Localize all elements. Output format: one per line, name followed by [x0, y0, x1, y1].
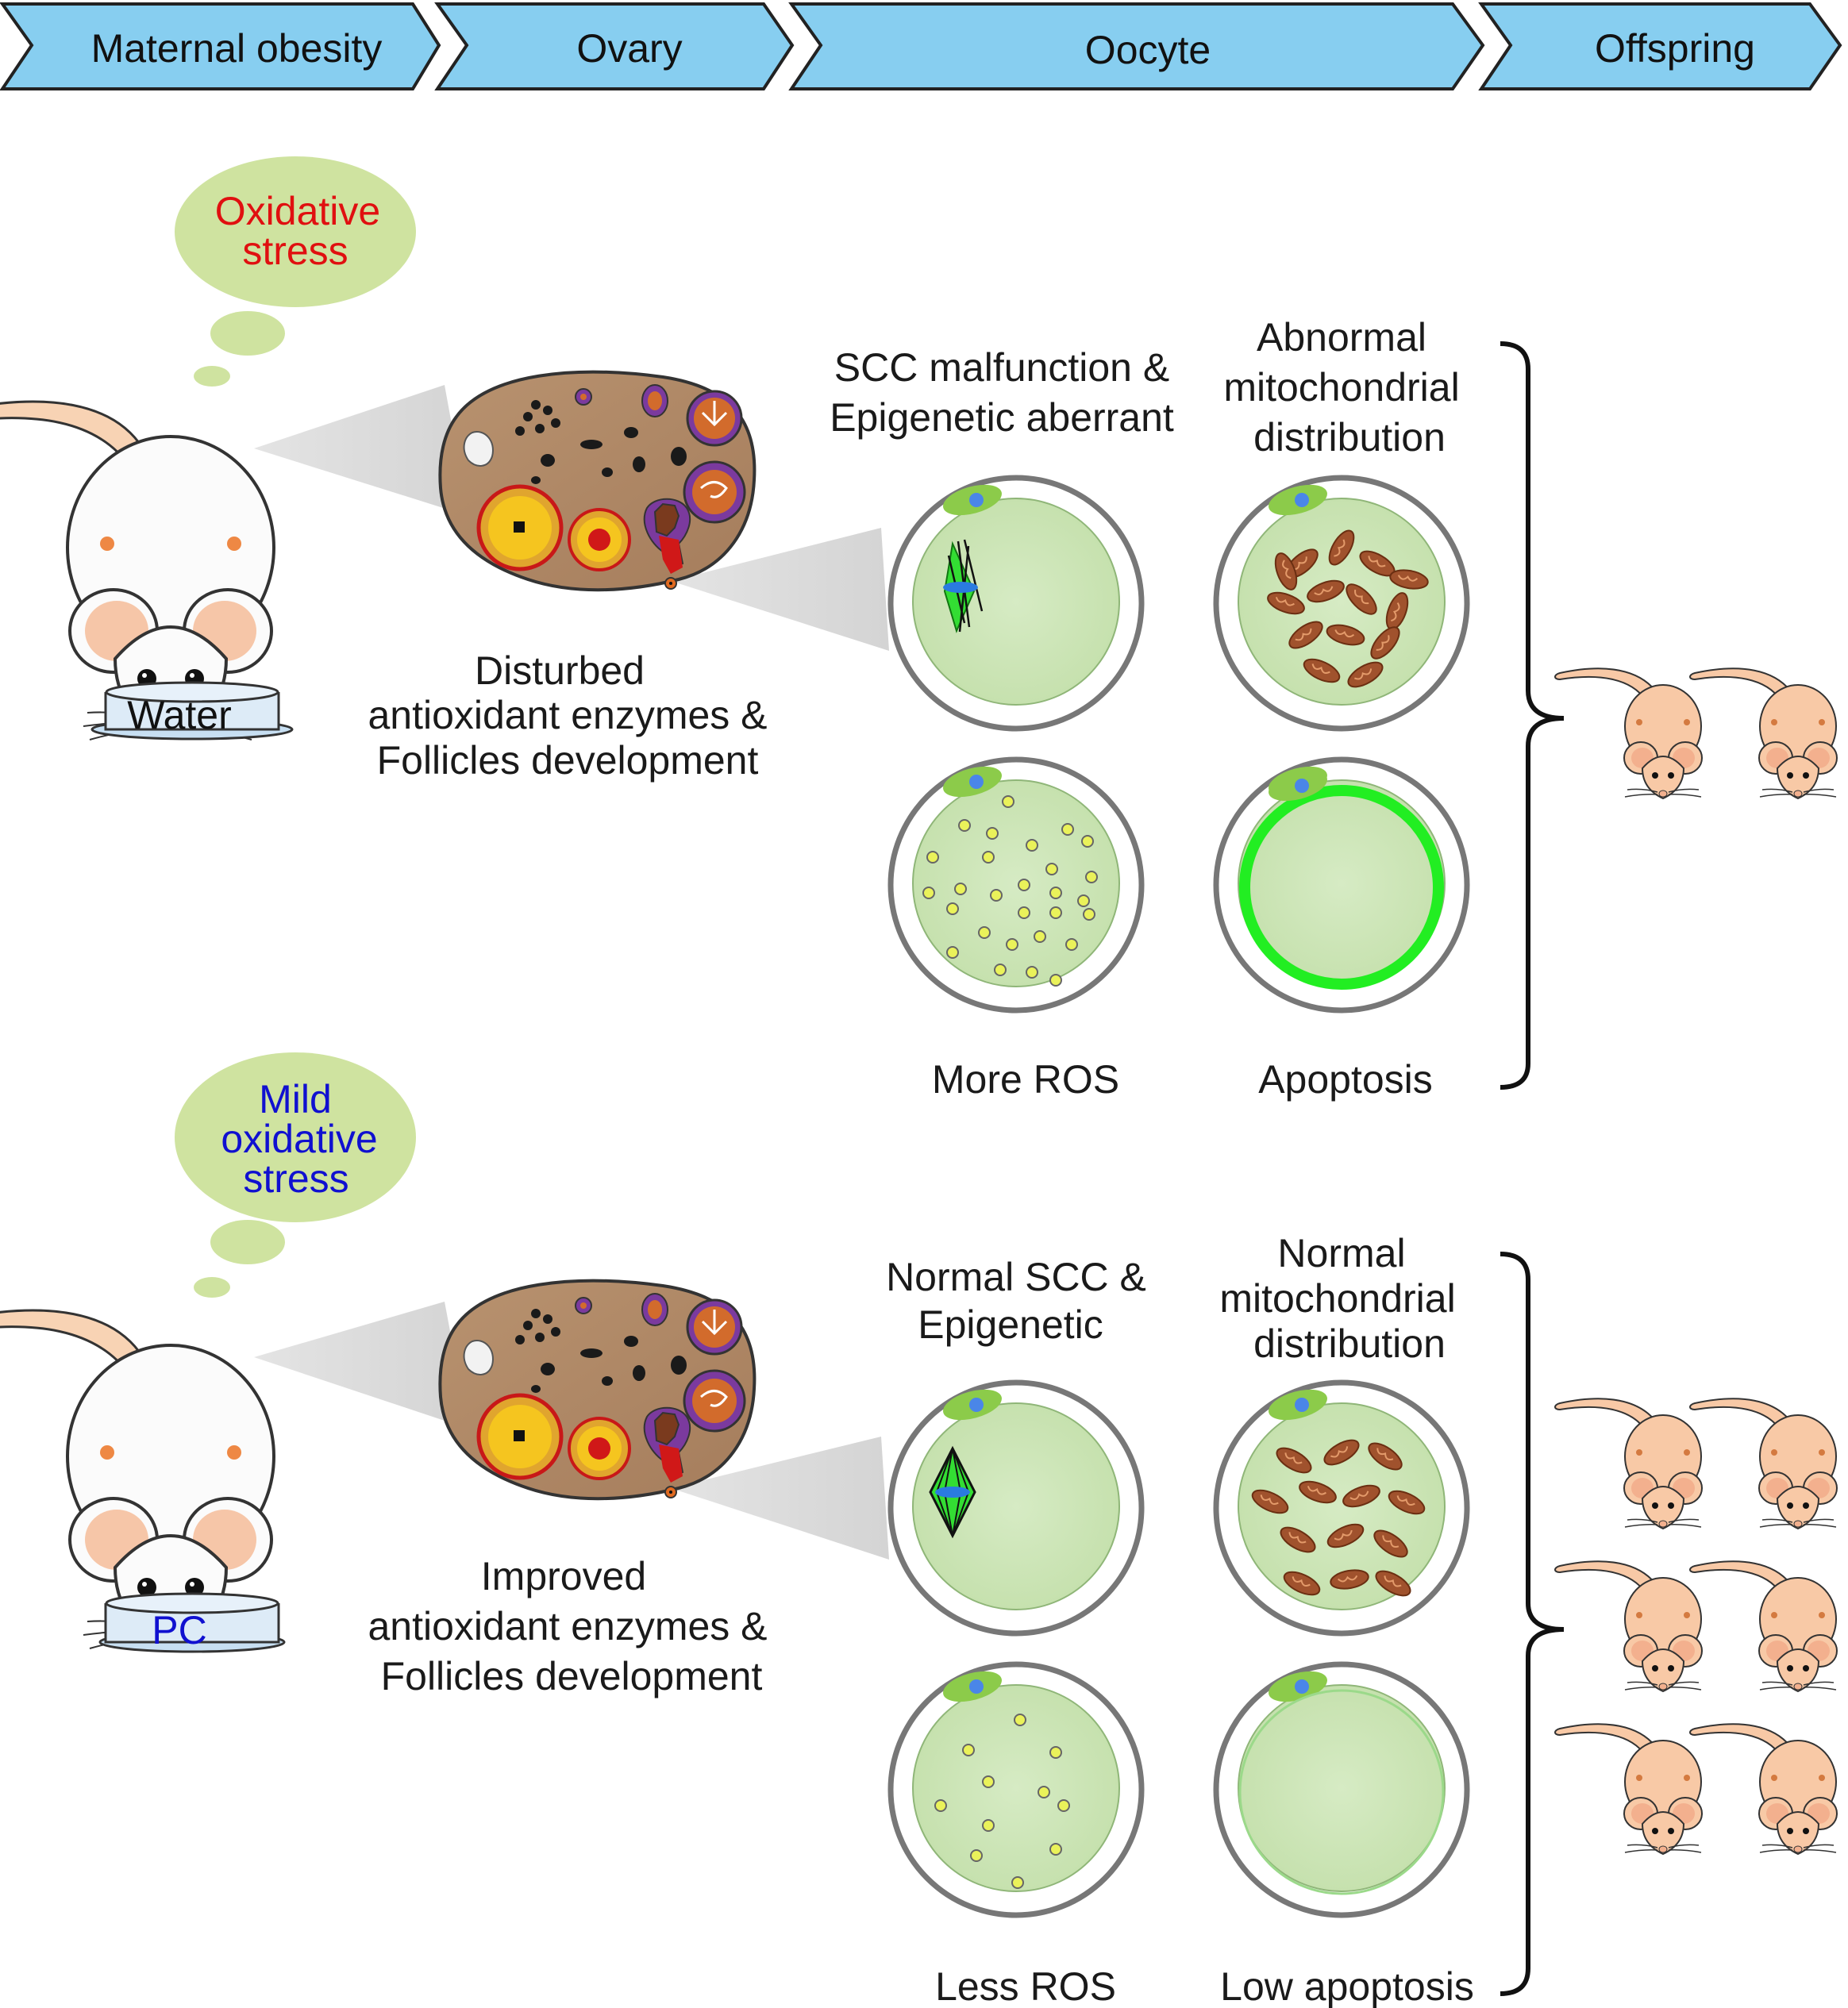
- bottom-group: Mild oxidative stress PC Improved antiox…: [0, 1052, 1838, 2008]
- col2-title-line-1: Abnormal: [1257, 315, 1426, 360]
- oocyte-apoptosis: [1216, 760, 1467, 1010]
- header-step-maternal-obesity: Maternal obesity: [91, 26, 383, 71]
- thought-line-1: Mild: [259, 1077, 332, 1121]
- ovary-icon: [440, 1281, 754, 1498]
- zoom-cone-ovary: [671, 1437, 889, 1560]
- ovary-icon: [440, 372, 754, 590]
- thought-line-3: stress: [243, 1156, 348, 1201]
- offspring-group: [1554, 1398, 1838, 1855]
- col2-bottom-label: Low apoptosis: [1220, 1964, 1474, 2008]
- ovary-caption-line-3: Follicles development: [377, 738, 759, 783]
- zoom-cone-mouse: [254, 1302, 468, 1429]
- col1-bottom-label: Less ROS: [935, 1964, 1116, 2008]
- header-arrow-maternal-obesity: [0, 2, 441, 90]
- ovary-caption-line-2: antioxidant enzymes &: [368, 1604, 767, 1648]
- pup-icon: [1689, 1723, 1838, 1855]
- pup-icon: [1554, 1723, 1703, 1855]
- dish-label: PC: [152, 1608, 206, 1652]
- header-arrow-offspring: [1478, 2, 1842, 90]
- col1-bottom-label: More ROS: [932, 1057, 1119, 1102]
- oocyte-icon: [891, 760, 1142, 1010]
- oocyte-spindle-normal: [891, 1383, 1142, 1633]
- apoptosis-ring: [1239, 785, 1444, 990]
- thought-bubble: Oxidative stress: [175, 156, 416, 387]
- dish-icon: PC: [98, 1592, 286, 1653]
- oocyte-mito-normal: [1216, 1383, 1467, 1633]
- pup-icon: [1689, 667, 1838, 799]
- col2-title-line-3: distribution: [1253, 1321, 1446, 1366]
- ovary-caption-line-3: Follicles development: [381, 1654, 763, 1698]
- offspring-group: [1554, 667, 1838, 799]
- oocyte-icon: [1216, 1664, 1467, 1915]
- zoom-cone-ovary: [671, 528, 889, 651]
- col1-title-line-1: SCC malfunction &: [834, 345, 1169, 390]
- col2-title-line-1: Normal: [1277, 1231, 1405, 1275]
- oocyte-apoptosis-low: [1216, 1664, 1467, 1915]
- header-step-offspring: Offspring: [1595, 26, 1755, 71]
- col2-title-line-2: mitochondrial: [1223, 365, 1459, 410]
- pup-icon: [1554, 1560, 1703, 1692]
- pup-icon: [1689, 1560, 1838, 1692]
- oocyte-icon: [1216, 1383, 1467, 1633]
- ovary-caption-line-2: antioxidant enzymes &: [368, 693, 767, 737]
- col2-title-line-2: mitochondrial: [1219, 1276, 1455, 1321]
- brace-icon: [1500, 1252, 1565, 1996]
- thought-line-2: stress: [242, 229, 348, 273]
- header-bar: Maternal obesity Ovary Oocyte Offspring: [0, 2, 1842, 90]
- oocyte-icon: [891, 1383, 1142, 1633]
- col1-title-line-2: Epigenetic aberrant: [830, 395, 1174, 440]
- top-group: Oxidative stress Water Disturbed antioxi…: [0, 156, 1838, 1102]
- dish-label: Water: [127, 693, 232, 737]
- col2-bottom-label: Apoptosis: [1258, 1057, 1433, 1102]
- header-step-oocyte: Oocyte: [1085, 28, 1211, 72]
- col1-title-line-1: Normal SCC &: [886, 1255, 1146, 1299]
- ovary-caption-line-1: Disturbed: [475, 648, 645, 693]
- oocyte-ros-low: [891, 1664, 1142, 1915]
- zoom-cone-mouse: [254, 385, 468, 516]
- brace-icon: [1500, 341, 1565, 1090]
- thought-bubble: Mild oxidative stress: [175, 1052, 416, 1298]
- oocyte-icon: [891, 478, 1142, 729]
- pup-icon: [1554, 667, 1703, 799]
- oocyte-icon: [1216, 478, 1467, 729]
- oocyte-mito-abnormal: [1216, 478, 1467, 729]
- header-arrow-oocyte: [788, 2, 1485, 90]
- header-arrow-ovary: [434, 2, 795, 90]
- oocyte-icon: [1216, 760, 1467, 1010]
- thought-line-2: oxidative: [221, 1117, 377, 1161]
- oocyte-spindle-abnormal: [891, 478, 1142, 729]
- oocyte-ros-high: [891, 760, 1142, 1010]
- dish-icon: Water: [90, 681, 294, 740]
- pup-icon: [1689, 1398, 1838, 1529]
- ovary-caption-line-1: Improved: [481, 1554, 646, 1598]
- header-step-ovary: Ovary: [576, 26, 682, 71]
- col1-title-line-2: Epigenetic: [918, 1302, 1103, 1347]
- thought-line-1: Oxidative: [215, 189, 380, 233]
- pup-icon: [1554, 1398, 1703, 1529]
- col2-title-line-3: distribution: [1253, 415, 1446, 460]
